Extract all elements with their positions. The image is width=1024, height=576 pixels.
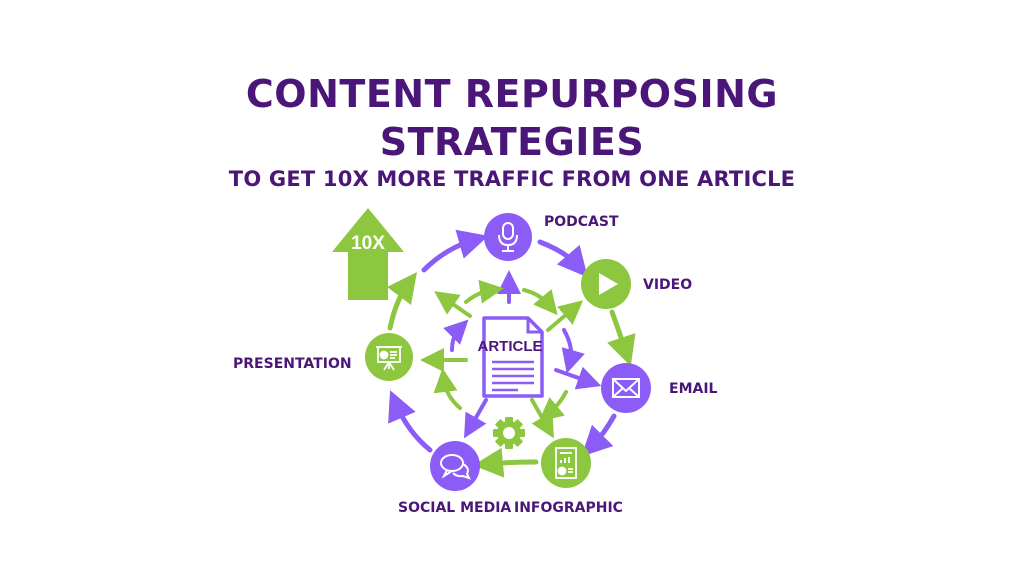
label-video: VIDEO (643, 277, 693, 293)
node-video (581, 259, 631, 309)
arrow-infographic-to-social (473, 447, 539, 478)
node-email (601, 363, 651, 413)
subtitle: TO GET 10X MORE TRAFFIC FROM ONE ARTICLE (228, 167, 796, 191)
arrow-up-to-podcast (421, 229, 489, 273)
arrow-inner-arc-bottom-left (433, 368, 462, 410)
title-line-1: CONTENT REPURPOSING (245, 72, 779, 116)
growth-up-arrow-icon: 10X (332, 208, 404, 300)
node-podcast (484, 213, 532, 261)
arrow-article-to-video (546, 300, 584, 332)
node-infographic (541, 438, 591, 488)
arrow-article-to-infographic (530, 398, 554, 439)
arrow-inner-up-left (434, 291, 472, 318)
center-article-label: ARTICLE (478, 338, 543, 355)
arrow-article-to-email (554, 366, 602, 390)
node-social-media (430, 441, 480, 491)
label-email: EMAIL (669, 381, 718, 397)
outer-cycle-arrows (387, 229, 636, 478)
arrow-inner-arc-bottom-right (538, 390, 568, 422)
arrow-presentation-up (387, 271, 417, 331)
envelope-icon (612, 378, 640, 398)
label-presentation: PRESENTATION (233, 356, 352, 372)
arrow-inner-arc-right (561, 328, 585, 374)
arrow-inner-arc-top-left (464, 279, 504, 304)
arrow-email-to-infographic (581, 413, 617, 457)
play-icon (599, 273, 618, 295)
arrow-social-to-presentation (388, 390, 433, 453)
arrow-podcast-to-video (537, 239, 588, 278)
node-presentation (365, 333, 413, 381)
presentation-board-icon (376, 346, 402, 371)
label-infographic: INFOGRAPHIC (514, 500, 623, 516)
arrow-article-to-social (464, 398, 488, 439)
title-line-2: STRATEGIES (379, 120, 645, 164)
gear-icon (493, 417, 525, 449)
article-document-icon (482, 316, 544, 398)
growth-label: 10X (351, 233, 385, 254)
label-podcast: PODCAST (544, 214, 619, 230)
arrow-video-to-email (607, 309, 636, 367)
inner-arrows (420, 270, 602, 439)
arrow-inner-arc-top-right (522, 288, 558, 316)
label-social-media: SOCIAL MEDIA (398, 500, 512, 516)
arrow-inner-arc-left (443, 319, 469, 352)
infographic-icon (555, 447, 577, 479)
microphone-icon (498, 222, 518, 252)
chat-bubbles-icon (440, 454, 471, 480)
